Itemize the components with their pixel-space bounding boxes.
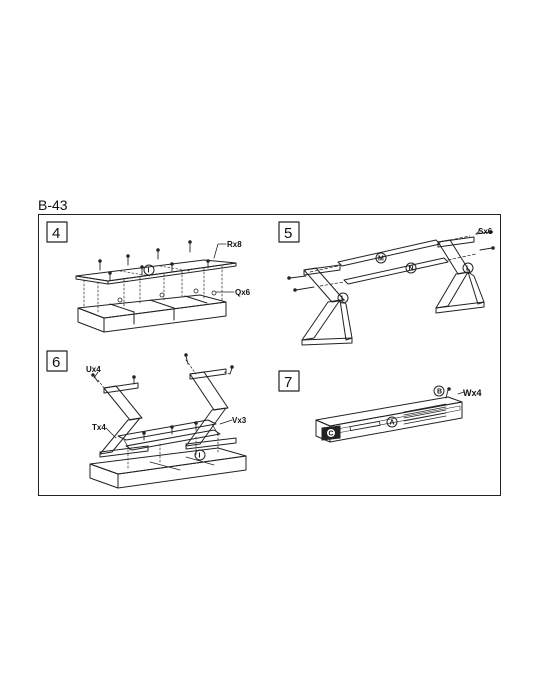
step-5-sx-label: Sx6 [478, 227, 493, 236]
step-6-base [89, 447, 247, 489]
step-7-part-b-label: B [437, 389, 442, 396]
step-6-box [46, 350, 68, 372]
step-5-part-m-label: M [378, 256, 384, 263]
step-7-number: 7 [284, 374, 292, 391]
step-5-panel: 5 [278, 221, 495, 346]
step-6-number: 6 [52, 354, 60, 371]
document-code: B-43 [38, 197, 68, 213]
step-6-vx-label: Vx3 [232, 416, 247, 425]
step-6-top-frame [117, 419, 221, 451]
step-5-part-l1-marker [337, 292, 349, 304]
step-7-part-a-marker [386, 416, 398, 428]
step-4-box [46, 221, 68, 243]
step-6-ux-label: Ux4 [86, 365, 101, 374]
step-7-panel: 7 B A [278, 370, 482, 443]
step-6-part-i-label: I [199, 453, 201, 460]
step-4-qx-label: Qx6 [235, 288, 251, 297]
step-5-box [278, 221, 300, 243]
step-5-part-m-marker [375, 252, 387, 264]
step-5-part-l2-label: L [466, 266, 471, 273]
step-7-part-a-label: A [390, 420, 395, 427]
step-6-panel: 6 [46, 350, 247, 489]
step-5-part-l2-marker [462, 262, 474, 274]
step-4-part-i-label: I [148, 268, 150, 275]
step-7-box [278, 370, 300, 392]
step-7-part-c-marker [326, 428, 336, 438]
step-5-right-x-leg [435, 236, 485, 314]
step-7-part-c-label: C [329, 431, 334, 438]
step-6-part-i-marker [194, 449, 206, 461]
step-4-part-i-marker [143, 264, 155, 276]
step-5-part-n-marker [405, 262, 417, 274]
step-5-number: 5 [284, 225, 292, 242]
step-4-base [77, 294, 227, 319]
step-5-rails [309, 235, 477, 287]
step-4-panel: 4 [46, 221, 251, 333]
step-7-wx-label: Wx4 [463, 388, 482, 398]
step-4-number: 4 [52, 225, 60, 242]
step-7-part-b-marker [433, 385, 445, 397]
step-5-part-n-label: N [409, 266, 414, 273]
step-5-left-x-leg [301, 264, 353, 346]
step-5-part-l1-label: L [341, 296, 346, 303]
step-6-right-x-leg [185, 368, 237, 450]
step-4-rx-label: Rx8 [227, 240, 242, 249]
step-6-tx-label: Tx4 [92, 423, 106, 432]
step-6-left-x-leg [99, 382, 149, 458]
instruction-frame [38, 214, 501, 496]
